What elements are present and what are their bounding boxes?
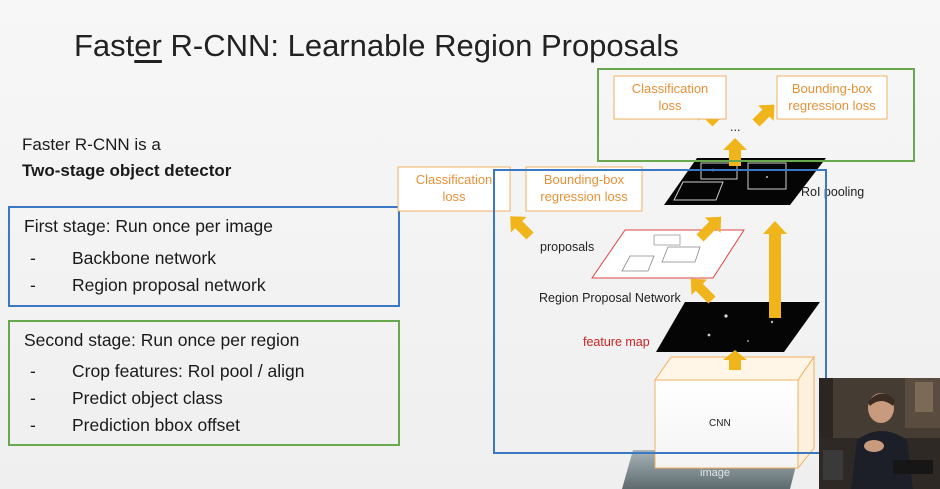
second-stage-region-box [597,68,915,162]
feature-map: feature map [583,302,820,352]
loss-label-line: Bounding-box [544,172,625,187]
mid-classification-loss: Classification loss [397,166,511,212]
cnn-label: CNN [709,418,731,429]
loss-label-line: Classification [632,81,709,96]
arrow-icon [723,138,747,166]
first-stage-list: - Backbone network - Region proposal netwo… [24,245,266,299]
proposals-plane: proposals Region Proposal Network [539,229,745,305]
list-item-text: Prediction bbox offset [72,415,240,435]
top-bbox-loss: Bounding-box regression loss [776,75,888,120]
top-classification-loss: Classification loss [613,75,727,120]
slide-title: Faster R-CNN: Learnable Region Proposals [74,28,679,64]
list-item-text: Predict object class [72,388,223,408]
loss-label-line: regression loss [788,98,876,113]
ellipsis-label: ... [730,120,740,134]
bullet-dash: - [30,361,36,381]
list-item-text: Backbone network [72,248,216,268]
image-label: image [700,467,730,479]
first-stage-region-box [493,169,827,454]
speaker-video-frame [819,378,940,489]
feature-map-label: feature map [583,335,650,349]
rpn-label: Region Proposal Network [539,291,681,305]
loss-label-line: Classification [416,172,493,187]
arrow-icon [690,278,716,304]
second-stage-box: Second stage: Run once per region - Crop … [8,320,400,446]
bullet-dash: - [30,248,36,268]
arrow-icon [510,216,534,240]
mid-bbox-loss: Bounding-box regression loss [525,166,643,212]
intro-text: Faster R-CNN is a Two-stage object detec… [22,132,231,184]
first-stage-heading: First stage: Run once per image [24,216,274,236]
title-prefix: Fast [74,28,135,63]
speaker-video-inset [819,378,940,489]
loss-label-line: loss [442,189,466,204]
list-item: - Prediction bbox offset [24,412,305,439]
cnn-block: CNN [654,355,815,470]
roi-pooling-plane: RoI pooling [664,158,864,205]
bullet-dash: - [30,388,36,408]
list-item-text: Region proposal network [72,275,266,295]
intro-line-2: Two-stage object detector [22,161,232,180]
proposals-label: proposals [540,240,594,254]
intro-line-1: Faster R-CNN is a [22,135,161,154]
first-stage-box: First stage: Run once per image - Backbon… [8,206,400,307]
second-stage-list: - Crop features: RoI pool / align - Predic… [24,358,305,439]
title-suffix: R-CNN: Learnable Region Proposals [161,28,679,63]
list-item: - Crop features: RoI pool / align [24,358,305,385]
loss-label-line: loss [658,98,682,113]
roi-pooling-label: RoI pooling [801,185,864,199]
arrow-icon [723,350,747,370]
title-underlined: er [134,28,162,63]
bullet-dash: - [30,275,36,295]
list-item: - Region proposal network [24,272,266,299]
list-item-text: Crop features: RoI pool / align [72,361,305,381]
list-item: - Backbone network [24,245,266,272]
loss-label-line: Bounding-box [792,81,873,96]
arrow-icon [696,216,722,242]
list-item: - Predict object class [24,385,305,412]
arrow-icon [763,221,787,318]
loss-label-line: regression loss [540,189,628,204]
second-stage-heading: Second stage: Run once per region [24,330,300,350]
bullet-dash: - [30,415,36,435]
arrow-icon [752,104,775,127]
